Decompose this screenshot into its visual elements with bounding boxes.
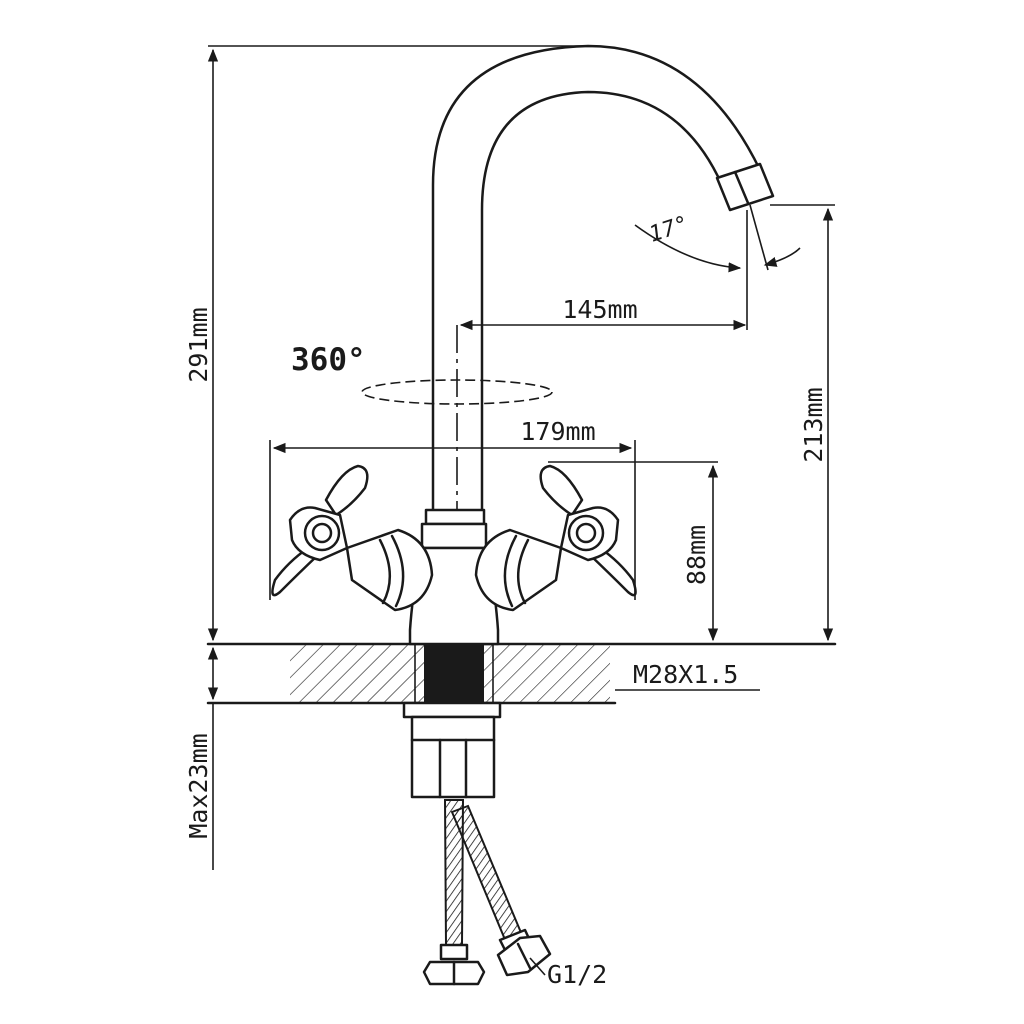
dim-spout-angle: 17° [634,204,801,330]
hose-right [450,804,552,977]
dim-spout-reach-label: 145mm [562,295,637,324]
dim-total-height-label: 291mm [184,307,213,382]
left-handle [271,464,434,612]
dim-spout-reach: 145mm [459,295,747,331]
underside-fitting [402,701,502,799]
hose-connection-label: G1/2 [547,960,607,989]
dim-total-height: 291mm [184,45,590,642]
rotation-indicator: 360° [291,342,553,405]
spout [431,44,775,517]
spout-angle-label: 17° [646,212,692,248]
thread-callout: M28X1.5 [615,660,760,691]
thread-label: M28X1.5 [633,660,738,689]
dim-mount-thickness: Max23mm [184,646,219,870]
hose-callout: G1/2 [529,957,607,989]
dim-spout-height: 213mm [770,204,835,642]
rotation-label: 360° [291,342,366,378]
countertop [206,642,837,705]
dim-mount-thickness-label: Max23mm [184,733,213,838]
dim-spout-height-label: 213mm [799,387,828,462]
right-handle [474,464,637,612]
dim-handle-span: 179mm [269,417,636,600]
dim-handle-height-label: 88mm [682,525,711,585]
hose-left [422,799,486,986]
dim-handle-span-label: 179mm [520,417,595,446]
dim-handle-height: 88mm [548,461,719,642]
